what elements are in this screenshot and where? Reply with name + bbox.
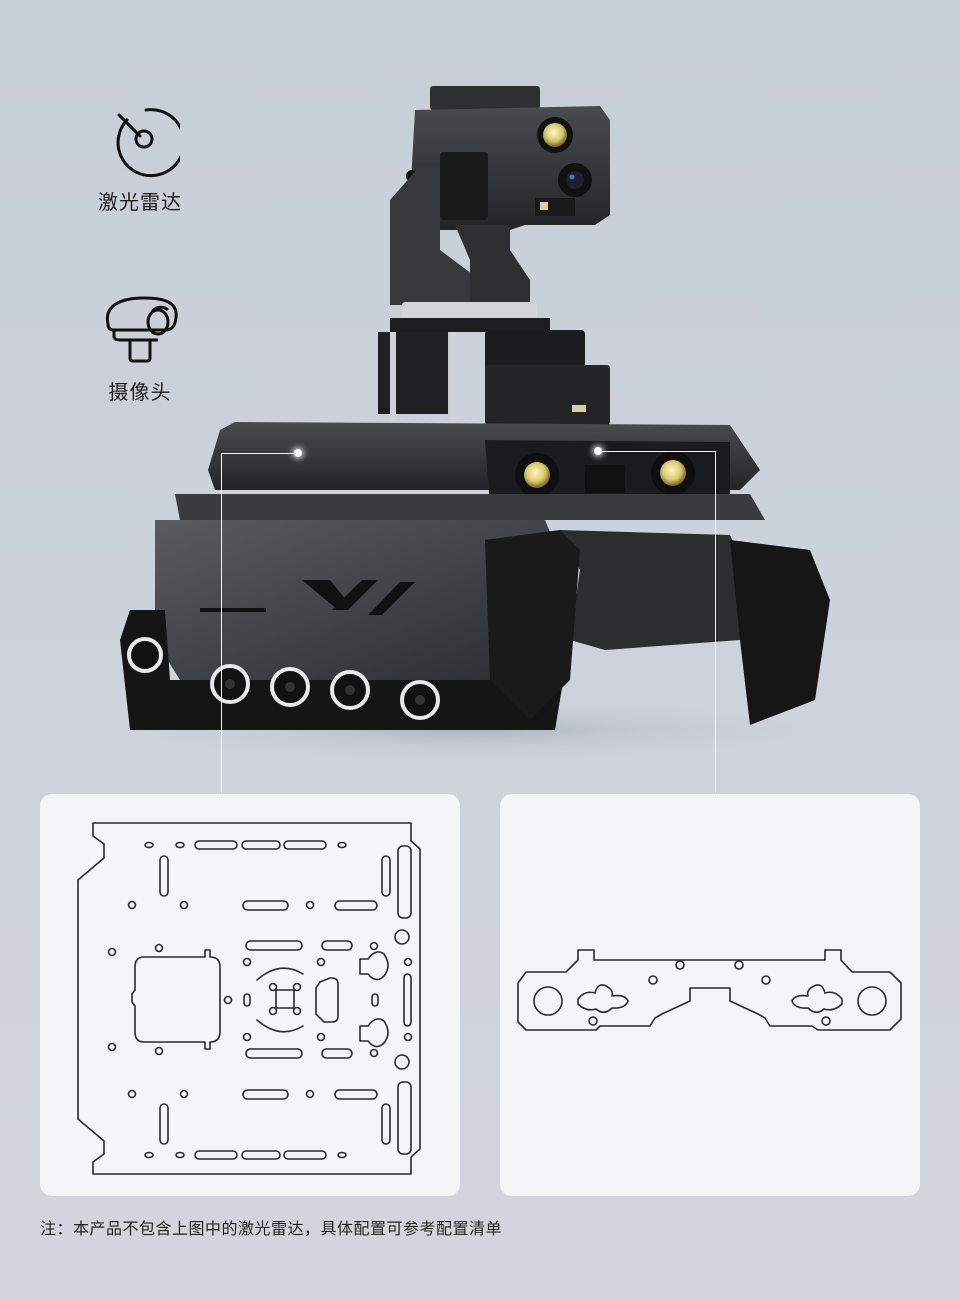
feature-lidar: 激光雷达 bbox=[80, 98, 200, 215]
left-side-armor bbox=[155, 520, 570, 680]
footnote: 注：本产品不包含上图中的激光雷达，具体配置可参考配置清单 bbox=[40, 1219, 503, 1238]
feature-camera-label: 摄像头 bbox=[108, 380, 172, 404]
panel-front-bracket bbox=[500, 794, 920, 1196]
camera-icon bbox=[105, 296, 178, 363]
chassis-plate-drawing bbox=[77, 822, 421, 1175]
callout-dot-front-bracket bbox=[594, 447, 602, 455]
feature-lidar-label: 激光雷达 bbox=[98, 190, 182, 214]
feature-camera: 摄像头 bbox=[80, 292, 200, 405]
panel-chassis-plate bbox=[40, 794, 460, 1196]
lidar-icon bbox=[116, 108, 180, 178]
callout-dot-top-plate bbox=[294, 449, 302, 457]
camera-pan-tilt bbox=[390, 86, 610, 332]
right-track bbox=[730, 540, 830, 725]
front-bracket-drawing bbox=[517, 949, 902, 1031]
robot-illustration bbox=[110, 86, 830, 760]
